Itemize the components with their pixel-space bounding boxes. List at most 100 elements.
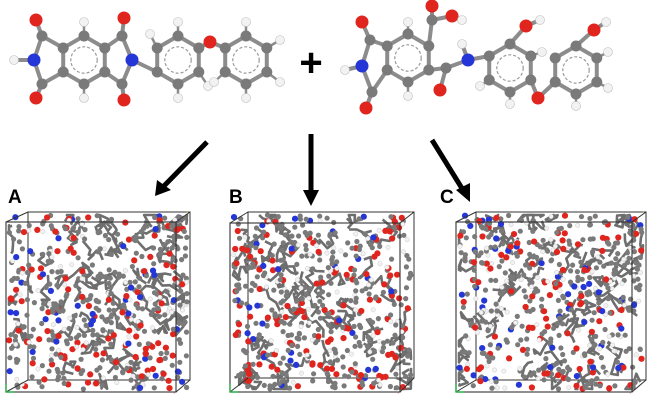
- carbon-atom: [172, 30, 184, 42]
- svg-text:·: ·: [629, 390, 631, 397]
- hydrogen-atom: [601, 17, 611, 27]
- hydrogen-atom: [603, 83, 613, 93]
- hydrogen-atom: [79, 93, 89, 103]
- carbon-atom: [240, 30, 252, 42]
- carbon-atom: [366, 86, 378, 98]
- svg-text:·: ·: [410, 209, 412, 216]
- hydrogen-atom: [457, 15, 467, 25]
- carbon-atom: [78, 30, 90, 42]
- hydrogen-atom: [403, 91, 413, 101]
- carbon-atom: [261, 42, 273, 54]
- carbon-atom: [440, 62, 452, 74]
- hydrogen-atom: [241, 93, 251, 103]
- panel-label-c: C: [440, 187, 454, 208]
- nitrogen-atom: [355, 59, 369, 73]
- molecule-right: [340, 0, 613, 115]
- carbon-atom: [591, 52, 603, 64]
- oxygen-atom: [355, 15, 369, 29]
- hydrogen-atom: [535, 15, 545, 25]
- simulation-box-b: ··: [229, 209, 415, 397]
- carbon-atom: [570, 88, 582, 100]
- carbon-atom: [57, 66, 69, 78]
- oxygen-atom: [29, 13, 43, 27]
- svg-text:·: ·: [186, 209, 188, 216]
- oxygen-atom: [203, 35, 217, 49]
- svg-text:·: ·: [173, 390, 175, 397]
- carbon-atom: [525, 50, 537, 62]
- svg-text:·: ·: [397, 390, 399, 397]
- hydrogen-atom: [340, 65, 350, 75]
- carbon-atom: [36, 78, 48, 90]
- hydrogen-atom: [505, 99, 515, 109]
- carbon-atom: [423, 40, 435, 52]
- plus-sign: +: [299, 41, 322, 85]
- carbon-atom: [483, 74, 495, 86]
- carbon-atom: [423, 64, 435, 76]
- hydrogen-atom: [145, 29, 155, 39]
- arrow-to-a: [155, 140, 209, 196]
- carbon-atom: [172, 78, 184, 90]
- carbon-atom: [426, 14, 438, 26]
- carbon-atom: [193, 66, 205, 78]
- oxygen-atom: [445, 9, 459, 23]
- carbon-atom: [240, 78, 252, 90]
- hydrogen-atom: [241, 17, 251, 27]
- hydrogen-atom: [603, 47, 613, 57]
- simulation-box-c: ··: [455, 209, 647, 397]
- arrow-to-c: [429, 138, 470, 202]
- hydrogen-atom: [209, 77, 219, 87]
- carbon-atom: [402, 76, 414, 88]
- carbon-atom: [261, 66, 273, 78]
- hydrogen-atom: [537, 47, 547, 57]
- carbon-atom: [219, 66, 231, 78]
- carbon-atom: [57, 42, 69, 54]
- carbon-atom: [193, 42, 205, 54]
- carbon-atom: [99, 42, 111, 54]
- oxygen-atom: [433, 83, 447, 97]
- carbon-atom: [99, 66, 111, 78]
- hydrogen-atom: [275, 77, 285, 87]
- carbon-atom: [570, 40, 582, 52]
- hydrogen-atom: [571, 101, 581, 111]
- carbon-atom: [151, 66, 163, 78]
- carbon-atom: [151, 42, 163, 54]
- carbon-atom: [525, 74, 537, 86]
- oxygen-atom: [587, 23, 601, 37]
- nitrogen-atom: [461, 53, 475, 67]
- carbon-atom: [549, 76, 561, 88]
- simulation-box-a: ··: [5, 209, 191, 397]
- hydrogen-atom: [173, 93, 183, 103]
- carbon-atom: [381, 64, 393, 76]
- hydrogen-atom: [275, 35, 285, 45]
- carbon-atom: [364, 34, 376, 46]
- hydrogen-atom: [475, 81, 485, 91]
- hydrogen-atom: [9, 55, 19, 65]
- carbon-atom: [549, 52, 561, 64]
- nitrogen-atom: [125, 53, 139, 67]
- carbon-atom: [504, 86, 516, 98]
- panel-label-b: B: [229, 187, 243, 208]
- carbon-atom: [36, 30, 48, 42]
- oxygen-atom: [519, 19, 533, 33]
- molecule-left: [9, 11, 285, 107]
- carbon-atom: [116, 78, 128, 90]
- hydrogen-atom: [403, 17, 413, 27]
- svg-text:·: ·: [642, 209, 644, 216]
- oxygen-atom: [425, 0, 439, 13]
- panel-label-a: A: [8, 187, 22, 208]
- carbon-atom: [116, 30, 128, 42]
- oxygen-atom: [29, 91, 43, 105]
- carbon-atom: [78, 78, 90, 90]
- carbon-atom: [219, 42, 231, 54]
- carbon-atom: [402, 28, 414, 40]
- arrow-to-b: [303, 134, 319, 206]
- nitrogen-atom: [27, 53, 41, 67]
- oxygen-atom: [117, 93, 131, 107]
- carbon-atom: [591, 76, 603, 88]
- hydrogen-atom: [173, 17, 183, 27]
- carbon-atom: [381, 40, 393, 52]
- oxygen-atom: [359, 101, 373, 115]
- oxygen-atom: [117, 11, 131, 25]
- oxygen-atom: [531, 91, 545, 105]
